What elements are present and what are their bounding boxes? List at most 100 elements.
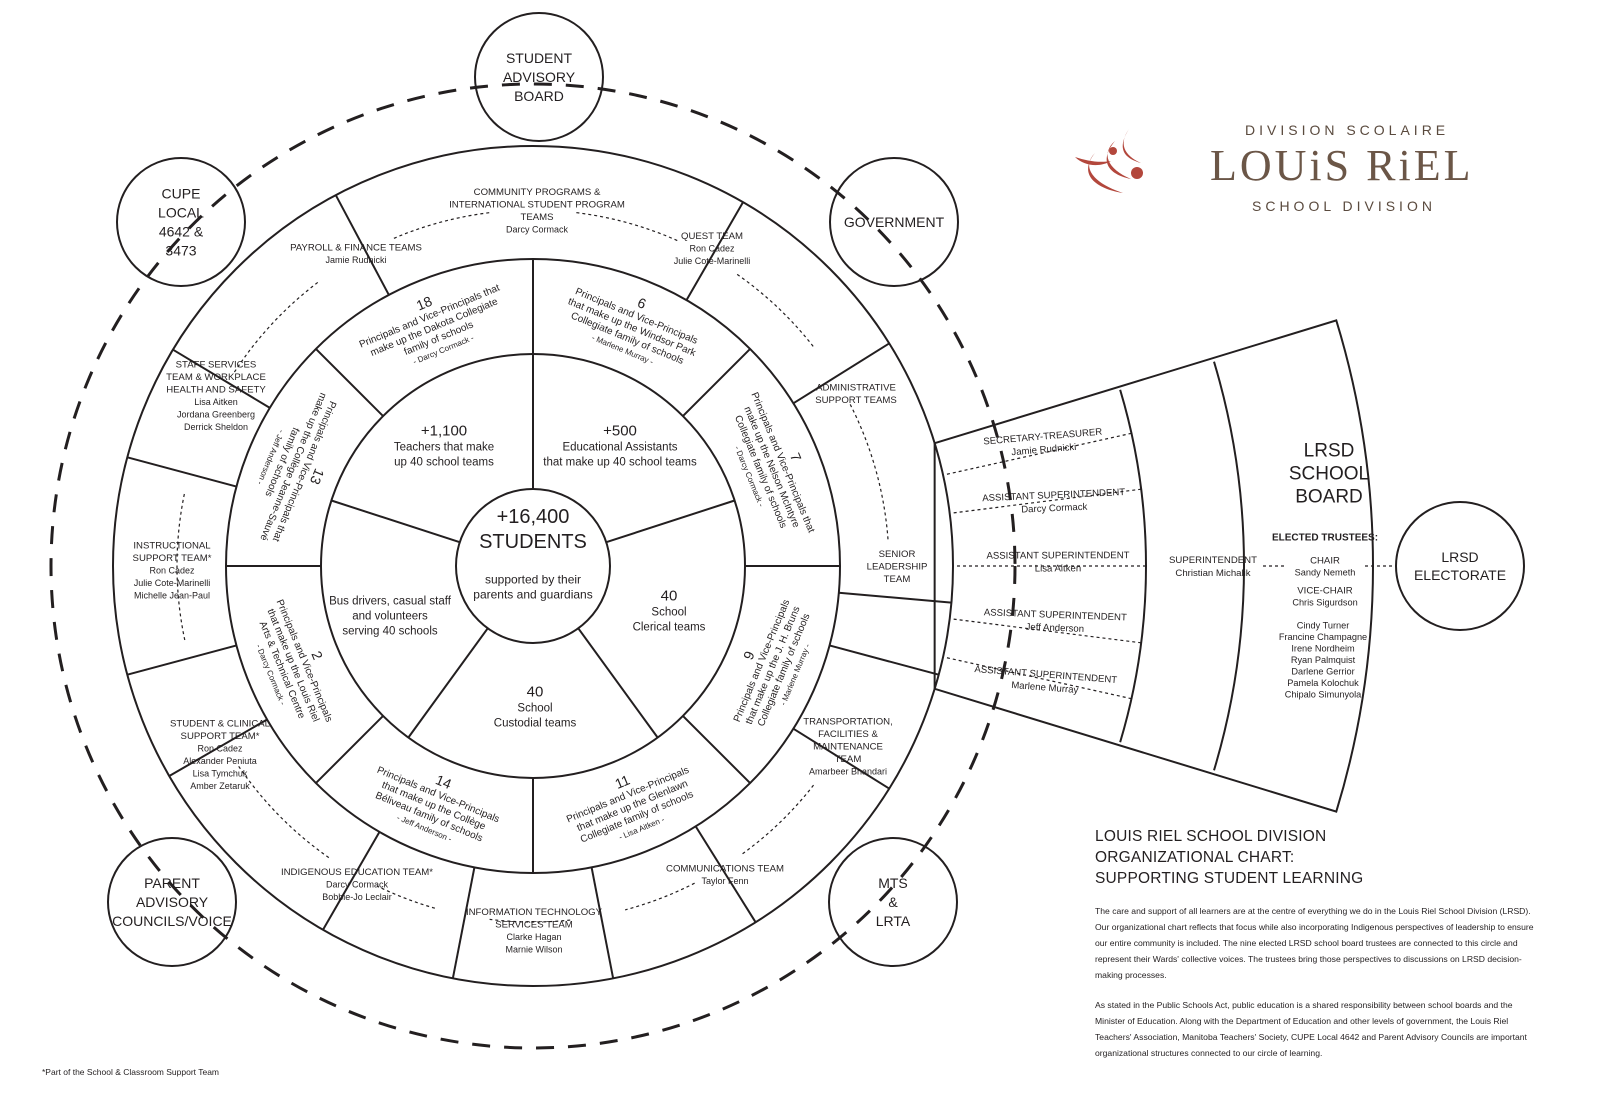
logo-top-text: DIVISION SCOLAIRE (1245, 122, 1450, 138)
partner-circle (107, 837, 237, 967)
label-line: 2 (308, 649, 326, 663)
connector-dotted-arc (849, 404, 889, 542)
family-divider (682, 715, 751, 784)
label-line: 40 (661, 588, 678, 605)
label-line: serving 40 schools (342, 626, 437, 638)
label-line: 3473 (165, 242, 196, 258)
connector-dotted-arc (233, 281, 320, 373)
team-divider (694, 825, 757, 923)
label-line: Ryan Palmquist (1291, 655, 1356, 665)
label-line: & (888, 894, 898, 910)
label-line: 6 (635, 294, 649, 312)
label-line: Ron Cadez (689, 244, 735, 254)
footnote: *Part of the School & Classroom Support … (42, 1067, 220, 1077)
connector-dotted-arc (736, 273, 815, 348)
logo: DIVISION SCOLAIRE LOUiS RiEL SCHOOL DIVI… (1075, 118, 1495, 228)
team-label: COMMUNITY PROGRAMS &INTERNATIONAL STUDEN… (449, 187, 625, 235)
label-line: Jordana Greenberg (177, 409, 255, 419)
segment-divider (331, 499, 461, 544)
label-line: Julie Cote-Marinelli (674, 256, 751, 266)
segment-divider (577, 627, 659, 739)
connector-dotted-arc (393, 212, 490, 239)
team-divider (322, 831, 381, 931)
label-line: HEALTH AND SAFETY (166, 384, 266, 395)
family-divider (315, 715, 384, 784)
label-line: LRTA (876, 913, 911, 929)
label-line: Ron Cadez (149, 566, 195, 576)
label-line: and volunteers (352, 611, 428, 623)
label-line: CHAIR (1310, 556, 1340, 567)
label-line: 7 (787, 450, 805, 464)
label-line: SENIOR (879, 549, 916, 560)
label-line: 11 (613, 771, 633, 791)
label-line: that make up 40 school teams (543, 457, 697, 469)
label-line: Julie Cote-Marinelli (134, 578, 211, 588)
team-divider (685, 201, 744, 301)
board-fan-divider (1213, 361, 1245, 771)
team-divider (590, 867, 615, 979)
label-line: 13 (307, 466, 328, 487)
label-line: SERVICES TEAM (495, 919, 573, 930)
logo-bottom-text: SCHOOL DIVISION (1252, 198, 1436, 214)
label-line: 40 (527, 684, 544, 701)
connector-dotted-arc (624, 882, 695, 911)
label-line: +1,100 (421, 423, 467, 440)
label-line: Lisa Aitken (194, 397, 238, 407)
label-line: SCHOOL (1289, 464, 1369, 485)
team-divider (792, 342, 890, 405)
leadership-divider (953, 488, 1142, 514)
label-line: Jeff Anderson (1025, 622, 1084, 635)
label-line: Darcy Cormack (1021, 502, 1088, 516)
label-line: Michelle Jean-Paul (134, 591, 210, 601)
label-line: SUPPORT TEAM* (181, 731, 260, 742)
label-line: Clerical teams (633, 622, 706, 634)
partner-circle (474, 12, 604, 142)
label-line: ELECTED TRUSTEES: (1272, 533, 1378, 544)
label-line: Jamie Rudnicki (1011, 442, 1077, 458)
label-line: Custodial teams (494, 718, 577, 730)
team-label: TRANSPORTATION,FACILITIES &MAINTENANCETE… (803, 717, 893, 777)
label-line: TEAM (835, 754, 862, 765)
team-divider (127, 644, 237, 676)
label-line: 14 (433, 771, 454, 792)
label-line: Chris Sigurdson (1292, 598, 1357, 608)
description-title-line: LOUIS RIEL SCHOOL DIVISION (1095, 828, 1327, 845)
label-line: Alexander Peniuta (183, 756, 257, 766)
label-line: ASSISTANT SUPERINTENDENT (982, 487, 1126, 504)
label-line: Sandy Nemeth (1295, 568, 1356, 578)
label-line: SUPPORT TEAMS (815, 395, 897, 406)
label-line: QUEST TEAM (681, 231, 743, 242)
label-line: 9 (740, 649, 758, 663)
label-line: SUPPORT TEAM* (133, 553, 212, 564)
label-line: LRSD (1441, 549, 1478, 565)
partner-circle (116, 157, 246, 287)
leadership-divider (946, 432, 1132, 475)
logo-mark-icon (1075, 129, 1143, 193)
label-line: INDIGENOUS EDUCATION TEAM* (281, 867, 433, 878)
label-line: STAFF SERVICES (176, 359, 257, 370)
description-panel: LOUIS RIEL SCHOOL DIVISION ORGANIZATIONA… (1095, 826, 1535, 1075)
label-line: TRANSPORTATION, (803, 717, 893, 728)
label-line: up 40 school teams (394, 457, 494, 469)
partner-circle (828, 837, 958, 967)
label-line: School (651, 607, 686, 619)
team-label: INDIGENOUS EDUCATION TEAM*Darcy CormackB… (281, 867, 433, 902)
team-divider (792, 727, 890, 790)
label-line: Derrick Sheldon (184, 422, 248, 432)
